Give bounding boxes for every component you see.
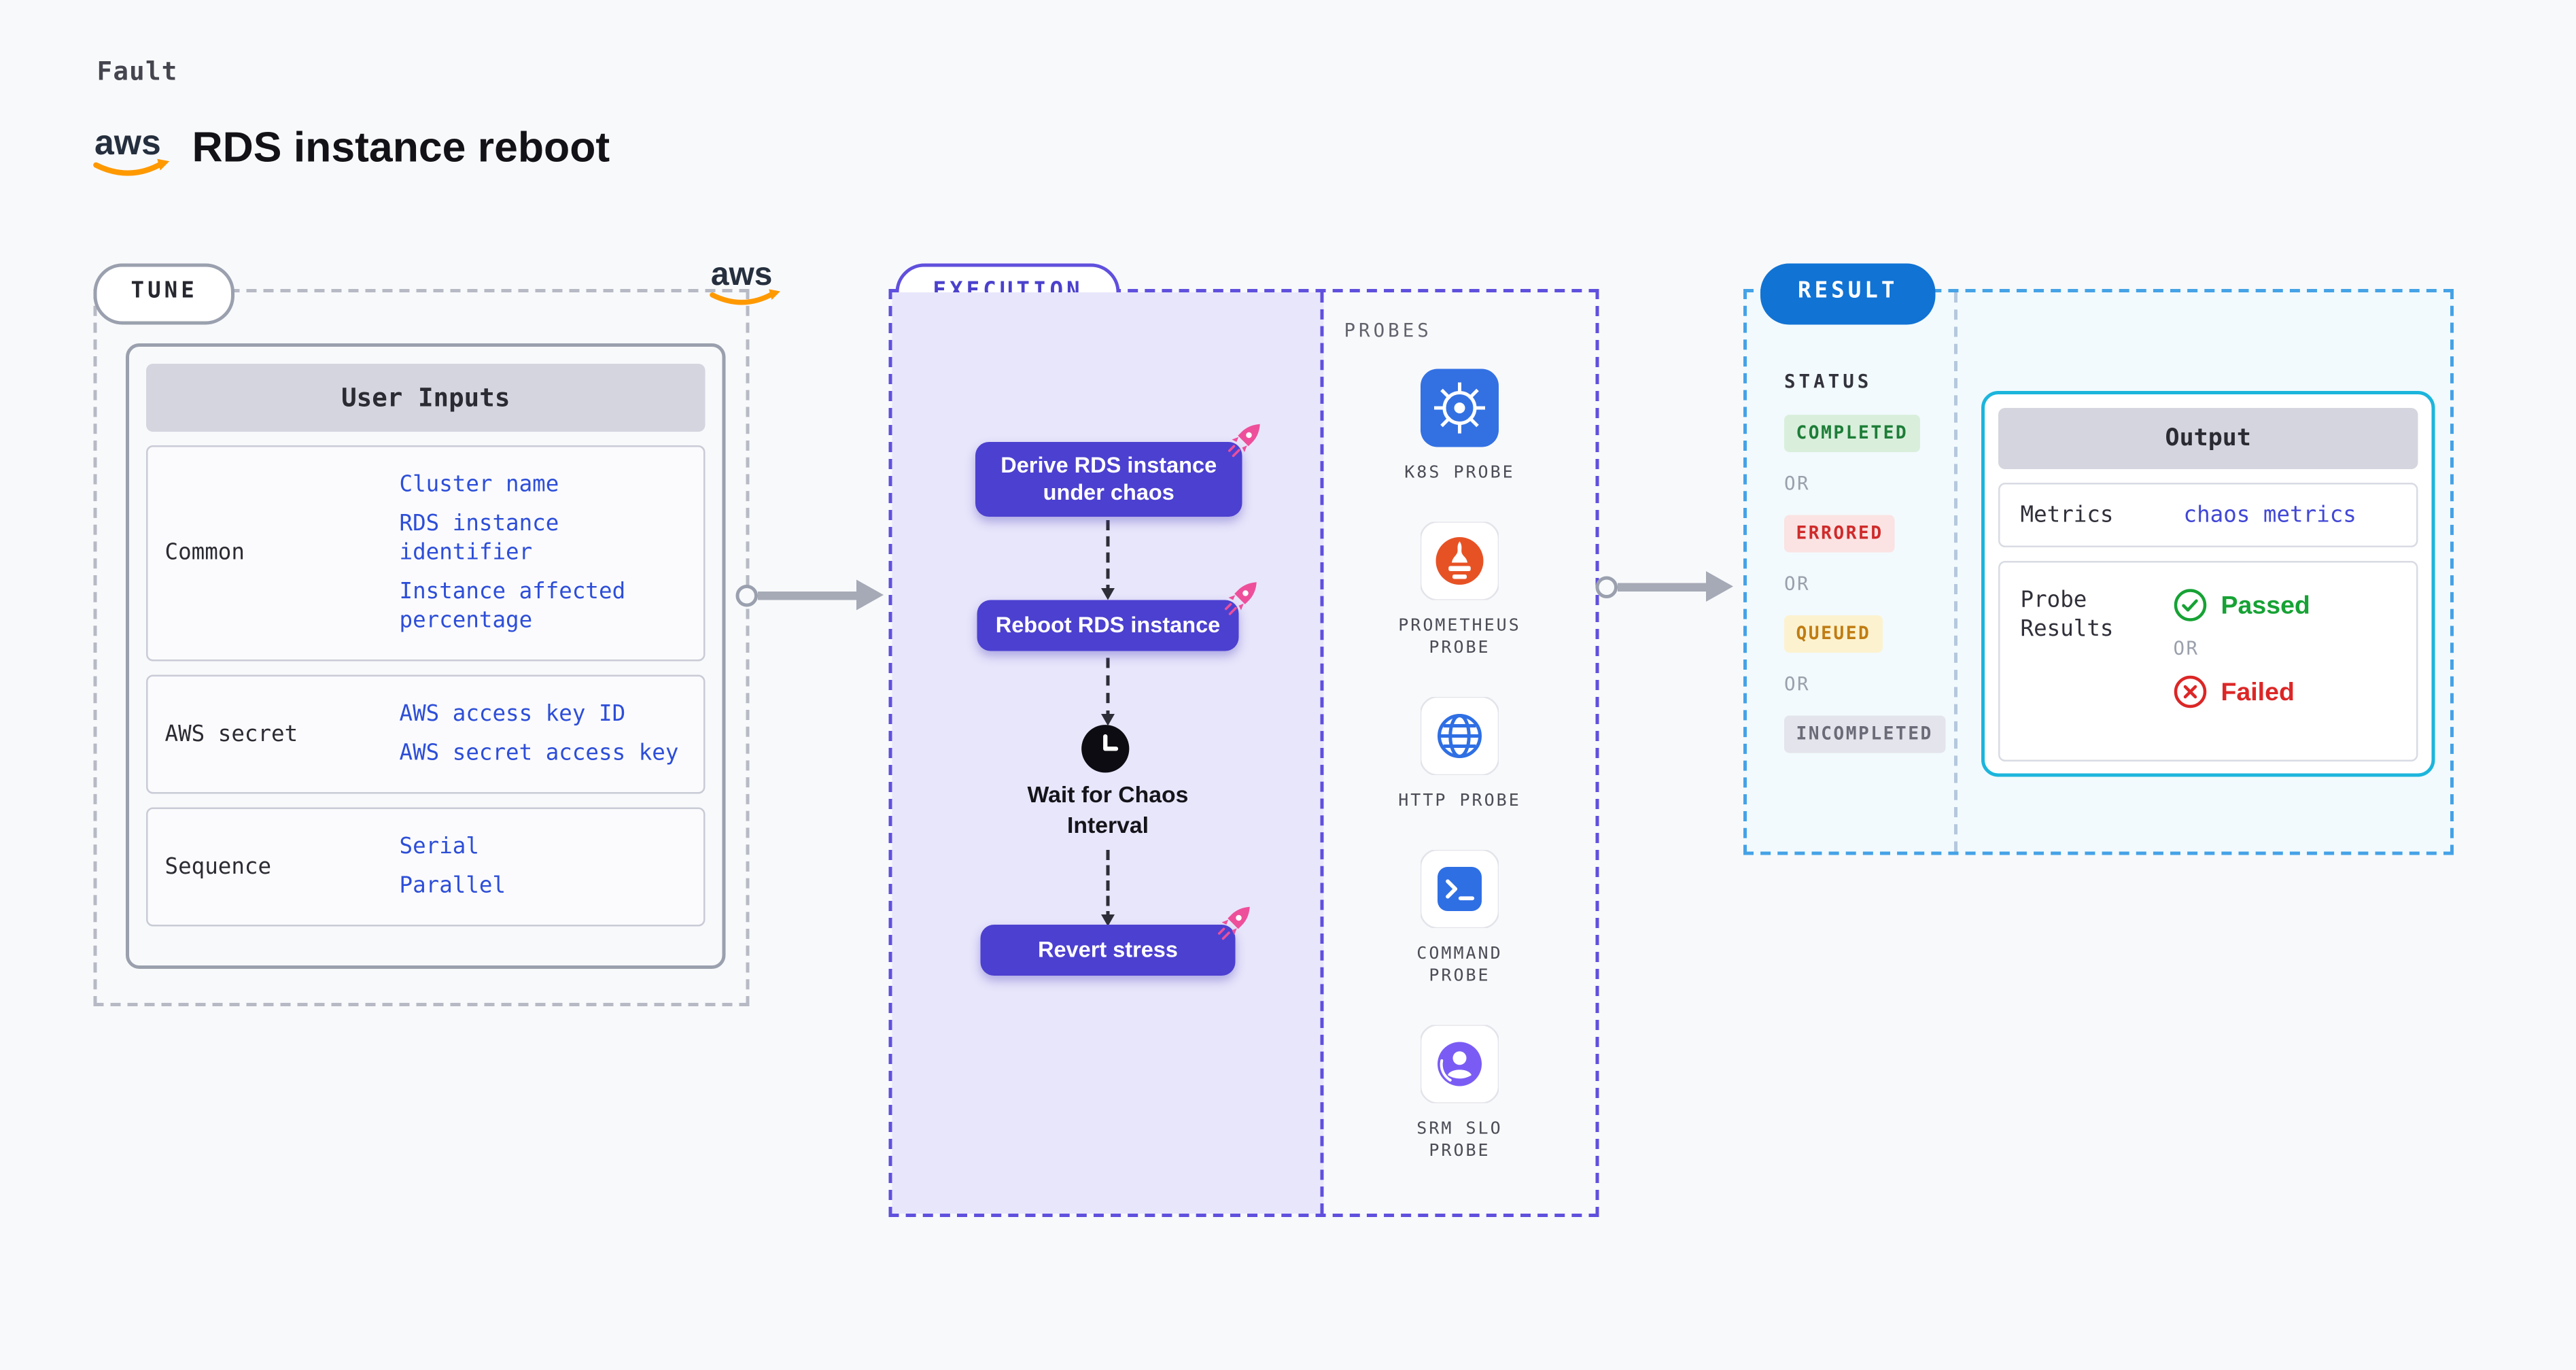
or-label: OR: [1784, 572, 1811, 596]
or-label: OR: [1784, 473, 1811, 495]
aws-wordmark: aws: [711, 256, 773, 292]
aws-wordmark: aws: [94, 122, 161, 162]
probe-item-http: HTTP PROBE: [1389, 697, 1531, 812]
probe-label: HTTP PROBE: [1398, 792, 1521, 811]
rocket-icon: [1218, 906, 1250, 940]
probe-label: SRM SLO PROBE: [1416, 1120, 1503, 1161]
rocket-icon: [1228, 424, 1260, 458]
input-value: AWS access key ID: [399, 702, 626, 728]
command-probe-icon: [1421, 850, 1499, 928]
flow-connector: [1101, 520, 1115, 600]
probe-label: K8S PROBE: [1404, 464, 1515, 483]
probe-passed-line: Passed: [2174, 587, 2400, 624]
output-card: Output Metrics chaos metrics Probe Resul…: [1981, 391, 2435, 777]
rocket-icon: [1225, 582, 1257, 615]
status-title: STATUS: [1784, 371, 1873, 393]
aws-swoosh: [93, 160, 165, 176]
arrow-start-dot: [735, 583, 758, 606]
probe-item-prometheus: PROMETHEUS PROBE: [1389, 521, 1531, 660]
tune-section: TUNE aws User Inputs Common Cluster name…: [93, 256, 780, 1006]
fault-kicker: Fault: [97, 56, 178, 87]
status-badge-errored: ERRORED: [1784, 515, 1896, 553]
probes-panel-title: PROBES: [1344, 320, 1432, 342]
arrow-head-icon: [856, 579, 884, 611]
result-section: RESULT STATUS COMPLETED OR ERRORED OR QU…: [1743, 263, 2454, 855]
chaos-metrics-link[interactable]: chaos metrics: [2183, 502, 2356, 528]
flow-connector: [1101, 850, 1115, 927]
check-circle-icon: [2174, 589, 2207, 621]
arrow-start-dot: [1595, 575, 1618, 598]
input-row-aws-secret: AWS secret AWS access key ID AWS secret …: [146, 674, 706, 794]
status-column: STATUS COMPLETED OR ERRORED OR QUEUED OR…: [1747, 292, 1957, 852]
input-value: AWS secret access key: [399, 741, 679, 767]
user-inputs-table: User Inputs Common Cluster name RDS inst…: [126, 343, 726, 969]
probe-item-command: COMMAND PROBE: [1389, 850, 1531, 988]
x-circle-icon: [2174, 675, 2207, 708]
clock-icon: [1081, 725, 1130, 773]
status-badge-incompleted: INCOMPLETED: [1784, 715, 1945, 753]
input-value: Serial: [399, 834, 479, 861]
execution-flow: Derive RDS instance under chaos Reboot R…: [892, 292, 1324, 1214]
input-row-values: Cluster name RDS instance identifier Ins…: [400, 461, 704, 647]
probe-label: COMMAND PROBE: [1416, 945, 1503, 986]
input-value: Cluster name: [399, 473, 559, 498]
step-revert-stress: Revert stress: [980, 925, 1236, 976]
probe-results-values: Passed OR Failed: [2153, 587, 2400, 743]
input-row-label: Sequence: [164, 854, 272, 880]
probe-results-label: Probe Results: [2020, 588, 2114, 643]
user-inputs-title: User Inputs: [146, 364, 706, 432]
arrow-tune-to-execution: [735, 579, 884, 611]
output-area: Output Metrics chaos metrics Probe Resul…: [1957, 292, 2450, 852]
http-probe-icon: [1421, 697, 1499, 775]
or-label: OR: [2173, 637, 2199, 660]
aws-swoosh: [710, 290, 776, 305]
probes-panel: PROBES K8S PROBE: [1324, 292, 1596, 1214]
probe-failed-line: Failed: [2174, 673, 2400, 710]
probe-label: PROMETHEUS PROBE: [1398, 617, 1521, 658]
arrow-head-icon: [1706, 571, 1733, 602]
metrics-row: Metrics chaos metrics: [1998, 483, 2418, 547]
output-title: Output: [1998, 408, 2418, 469]
failed-label: Failed: [2221, 677, 2295, 706]
wait-for-chaos-interval-label: Wait for Chaos Interval: [1027, 782, 1189, 838]
input-row-sequence: Sequence Serial Parallel: [146, 807, 706, 927]
passed-label: Passed: [2221, 590, 2310, 620]
probe-item-k8s: K8S PROBE: [1389, 369, 1531, 485]
probe-item-srm-slo: SRM SLO PROBE: [1389, 1025, 1531, 1163]
page-title: RDS instance reboot: [192, 124, 610, 172]
input-row-label: Common: [164, 541, 245, 566]
input-value: Instance affected percentage: [399, 579, 626, 634]
tune-pill: TUNE: [93, 263, 235, 325]
prometheus-probe-icon: [1421, 521, 1499, 600]
or-label: OR: [1784, 673, 1811, 696]
probe-results-row: Probe Results Passed OR: [1998, 561, 2418, 761]
kubernetes-probe-icon: [1421, 369, 1499, 447]
arrow-execution-to-result: [1595, 571, 1733, 602]
aws-logo: aws: [93, 122, 170, 176]
step-reboot-rds-instance: Reboot RDS instance: [977, 600, 1239, 651]
input-value: RDS instance identifier: [399, 511, 559, 566]
input-row-common: Common Cluster name RDS instance identif…: [146, 445, 706, 662]
status-badge-completed: COMPLETED: [1784, 415, 1920, 452]
flow-connector: [1101, 657, 1115, 726]
probe-list: K8S PROBE PROMETHEUS PROBE: [1324, 369, 1596, 1163]
step-derive-rds-instance: Derive RDS instance under chaos: [975, 442, 1242, 517]
input-row-values: Serial Parallel: [400, 823, 704, 911]
status-badge-queued: QUEUED: [1784, 615, 1883, 653]
metrics-label: Metrics: [2020, 502, 2114, 528]
input-row-label: AWS secret: [164, 721, 298, 747]
input-value: Parallel: [399, 874, 506, 900]
aws-logo-small: aws: [710, 256, 780, 305]
execution-section: EXECUTION Derive RDS instance under chao…: [888, 263, 1599, 1217]
srm-slo-probe-icon: [1421, 1025, 1499, 1103]
input-row-values: AWS access key ID AWS secret access key: [400, 690, 704, 778]
status-stack: COMPLETED OR ERRORED OR QUEUED OR INCOMP…: [1784, 415, 1954, 753]
result-pill: RESULT: [1760, 263, 1936, 325]
